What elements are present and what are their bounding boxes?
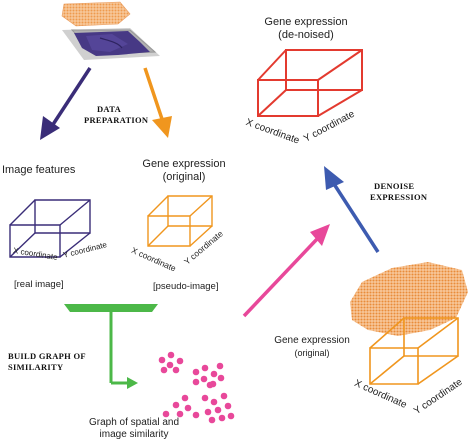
graph-node: [227, 412, 235, 420]
graph-node: [201, 364, 209, 372]
graph-node: [217, 374, 225, 382]
graph-node: [192, 378, 200, 386]
real-image-label: [real image]: [14, 279, 64, 290]
graph-node: [192, 368, 200, 376]
green-bracket-arrow: [64, 304, 158, 389]
arrow-to-image-features: [40, 67, 92, 140]
arrow-pink: [242, 224, 330, 318]
graph-node: [208, 416, 216, 424]
graph-node: [166, 361, 174, 369]
image-features-label: Image features: [2, 164, 76, 176]
build-graph-label: BUILD GRAPH OF SIMILARITY: [8, 351, 86, 372]
gene-expression-original-cube: [147, 195, 213, 247]
graph-node: [210, 370, 218, 378]
graph-node: [158, 356, 166, 364]
graph-node: [220, 392, 228, 400]
image-features-cube: [9, 199, 91, 258]
graph-node: [218, 414, 226, 422]
bottom-tissue-layer-icon: [350, 262, 468, 336]
graph-node: [204, 408, 212, 416]
arrow-to-gene-expression: [143, 67, 172, 138]
graph-node: [167, 351, 175, 359]
graph-node: [224, 402, 232, 410]
graph-caption-label: Graph of spatial and image similarity: [88, 417, 180, 440]
graph-node: [160, 366, 168, 374]
graph-node: [176, 410, 184, 418]
data-preparation-label: DATA PREPARATION: [84, 104, 149, 125]
graph-node: [162, 410, 170, 418]
graph-node: [172, 366, 180, 374]
gene-expression-original-bottom-label: Gene expression (original): [274, 335, 350, 358]
graph-node: [216, 362, 224, 370]
graph-node: [184, 404, 192, 412]
graph-node: [201, 394, 209, 402]
graph-node: [181, 394, 189, 402]
gene-expression-denoised-cube: [257, 49, 363, 117]
tissue-orange-layer-icon: [61, 1, 131, 27]
denoise-expression-label: DENOISE EXPRESSION: [370, 181, 428, 202]
gene-expression-original-top-label: Gene expression (original): [142, 158, 226, 183]
graph-node: [172, 401, 180, 409]
gene-expression-denoised-label: Gene expression (de-noised): [264, 16, 348, 41]
graph-node: [210, 398, 218, 406]
tissue-slide-icon: [62, 28, 160, 60]
graph-node: [176, 357, 184, 365]
graph-node: [206, 381, 214, 389]
gene-expression-original-bottom-cube: [369, 317, 459, 385]
graph-node: [214, 406, 222, 414]
pseudo-image-label: [pseudo-image]: [153, 281, 219, 292]
graph-node: [192, 411, 200, 419]
graph-node: [200, 375, 208, 383]
arrow-denoise: [324, 166, 380, 253]
graph-clusters-icon: [158, 351, 235, 424]
